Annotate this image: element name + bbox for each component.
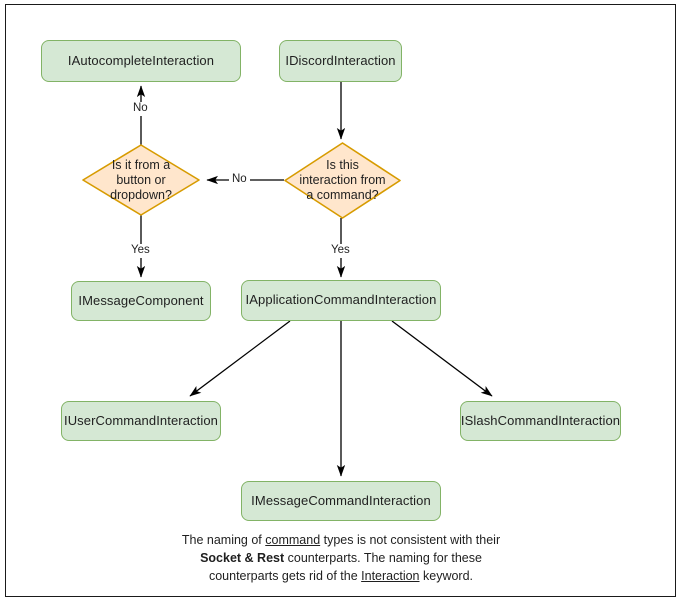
node-autocomplete-interaction[interactable]: IAutocompleteInteraction <box>41 40 241 82</box>
footer-text: keyword. <box>419 569 474 584</box>
node-label: IAutocompleteInteraction <box>67 52 215 68</box>
footer-bold-socket: Socket <box>200 551 242 566</box>
node-slash-command-interaction[interactable]: ISlashCommandInteraction <box>460 401 621 441</box>
node-label: ISlashCommandInteraction <box>460 412 621 428</box>
node-label: IUserCommandInteraction <box>63 412 219 428</box>
footer-text: counterparts. The naming for these <box>284 551 482 566</box>
footer-note-line-2: Socket & Rest counterparts. The naming f… <box>141 549 541 567</box>
node-message-component[interactable]: IMessageComponent <box>71 281 211 321</box>
footer-bold-amp: & <box>241 551 258 566</box>
node-discord-interaction[interactable]: IDiscordInteraction <box>279 40 402 82</box>
node-label: IMessageCommandInteraction <box>251 492 431 508</box>
footer-text: The naming of <box>181 533 266 547</box>
footer-note: The naming of command types is not consi… <box>141 531 541 585</box>
edge-label-command-no: No <box>229 173 250 187</box>
footer-note-line-1: The naming of command types is not consi… <box>141 531 541 549</box>
footer-bold-rest: Rest <box>257 551 285 566</box>
decision-label: Is this interaction from a command? <box>299 158 386 202</box>
footer-text: types is not consistent with their <box>320 533 501 547</box>
node-user-command-interaction[interactable]: IUserCommandInteraction <box>61 401 221 441</box>
decision-label: Is it from a button or dropdown? <box>110 157 172 202</box>
edge-app-command-to-slash-command <box>391 320 493 397</box>
diamond-shape-icon <box>82 144 200 216</box>
footer-text: counterparts gets rid of the <box>208 569 362 584</box>
footer-underline-command: command <box>265 533 321 547</box>
edge-label-command-yes: Yes <box>328 244 353 258</box>
node-label: IDiscordInteraction <box>285 52 396 68</box>
decision-is-from-button-or-dropdown[interactable]: Is it from a button or dropdown? <box>82 144 200 216</box>
edge-app-command-to-user-command <box>189 320 291 397</box>
edge-label-autocomplete-no: No <box>130 102 151 116</box>
footer-note-line-3: counterparts gets rid of the Interaction… <box>141 567 541 585</box>
node-label: IMessageComponent <box>78 292 204 308</box>
footer-underline-interaction: Interaction <box>361 569 420 584</box>
node-label: IApplicationCommandInteraction <box>245 292 437 308</box>
edge-label-button-yes: Yes <box>128 244 153 258</box>
node-message-command-interaction[interactable]: IMessageCommandInteraction <box>241 481 441 521</box>
diamond-shape-icon <box>284 142 401 219</box>
node-application-command-interaction[interactable]: IApplicationCommandInteraction <box>241 280 441 321</box>
decision-is-interaction-from-command[interactable]: Is this interaction from a command? <box>284 142 401 219</box>
